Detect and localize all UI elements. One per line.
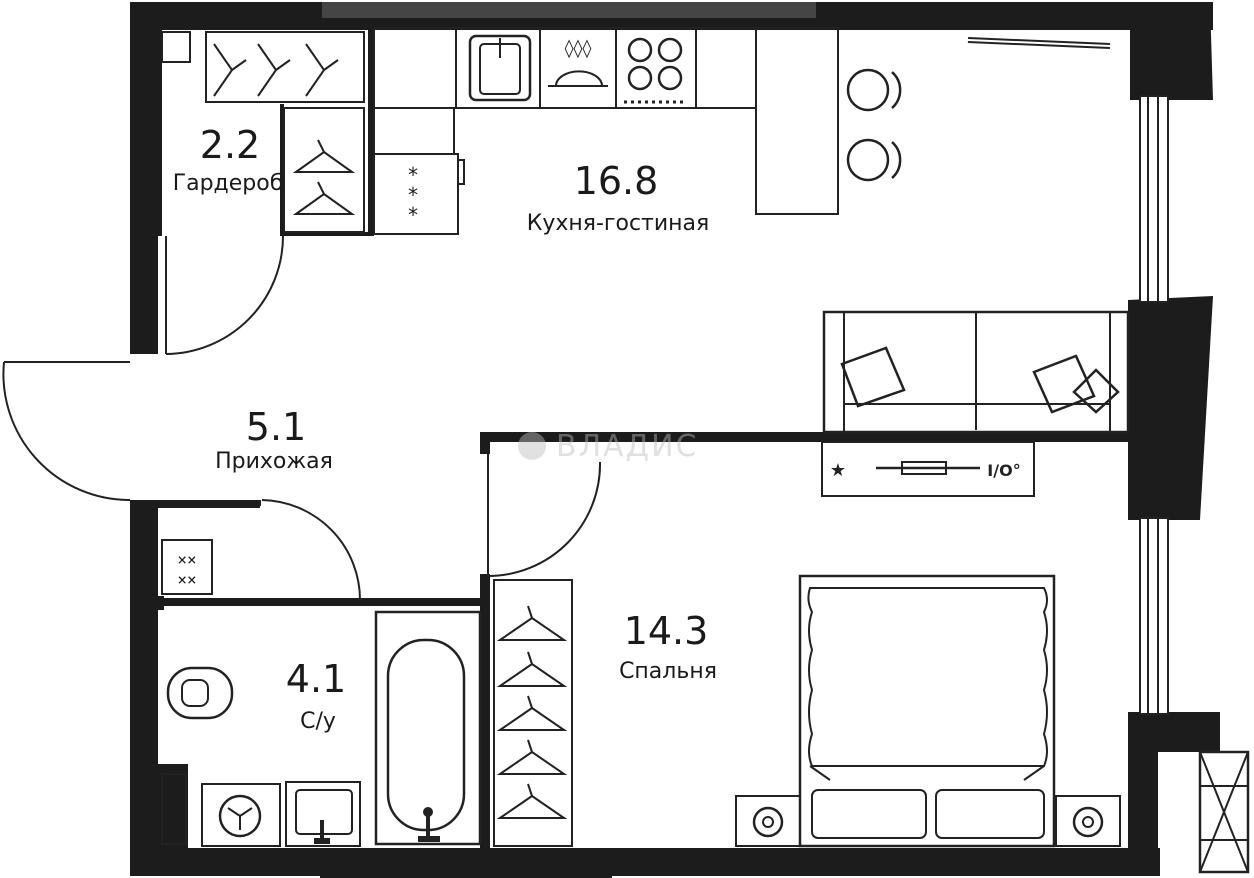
svg-text:★: ★ — [830, 460, 846, 481]
svg-text:*: * — [407, 203, 419, 227]
room-label-wardrobe: 2.2 Гардероб — [173, 123, 284, 196]
room-area-kitchen-living: 16.8 — [574, 159, 659, 203]
room-label-hallway: 5.1 Прихожая — [215, 405, 333, 474]
toilet — [166, 666, 234, 720]
room-area-wardrobe: 2.2 — [200, 123, 260, 167]
watermark: ВЛАДИС — [518, 429, 699, 464]
svg-text:××: ×× — [177, 570, 196, 589]
room-name-bedroom: Спальня — [619, 659, 717, 684]
bathroom-cabinet — [161, 773, 187, 845]
room-name-wardrobe: Гардероб — [173, 171, 284, 196]
dishwasher: ◊◊◊ — [548, 38, 608, 87]
entrance-door — [2, 361, 131, 502]
sofa — [822, 310, 1130, 434]
room-label-kitchen-living: 16.8 Кухня-гостиная — [527, 159, 710, 236]
window-bottom — [1139, 517, 1169, 715]
door-bathroom — [259, 499, 361, 601]
fridge: * * * — [407, 163, 419, 227]
wardrobe-shelf — [161, 31, 365, 233]
bed — [798, 574, 1056, 848]
svg-text:*: * — [407, 163, 419, 187]
svg-text:◊◊◊: ◊◊◊ — [565, 38, 592, 59]
kitchen-sink — [468, 34, 532, 102]
door-bedroom — [487, 454, 602, 577]
interior-walls — [158, 28, 1128, 848]
washbasin — [285, 781, 361, 847]
room-label-bathroom: 4.1 С/у — [286, 657, 346, 734]
cooktop — [624, 37, 686, 104]
window-top — [1139, 95, 1169, 303]
hallway-cabinet: ×× ×× — [161, 539, 213, 595]
nightstand-left — [735, 795, 801, 847]
room-name-hallway: Прихожая — [215, 449, 333, 474]
room-name-bathroom: С/у — [300, 709, 336, 734]
exterior-walls — [130, 2, 1220, 878]
nightstand-right — [1055, 795, 1121, 847]
washing-machine — [201, 783, 281, 847]
dining-bar — [755, 27, 902, 215]
room-area-hallway: 5.1 — [246, 405, 306, 449]
room-area-bathroom: 4.1 — [286, 657, 346, 701]
room-label-bedroom: 14.3 Спальня — [619, 609, 717, 684]
air-conditioner-top — [967, 37, 1111, 49]
svg-text:××: ×× — [177, 550, 196, 569]
ac-label: I/O° — [987, 461, 1020, 480]
bedroom-wardrobe — [493, 579, 573, 847]
bathtub — [374, 610, 482, 846]
room-name-kitchen-living: Кухня-гостиная — [527, 211, 710, 236]
door-wardrobe — [165, 235, 284, 355]
balcony-shaft — [1198, 750, 1250, 874]
watermark-text: ВЛАДИС — [556, 429, 699, 464]
tv-stand: ★ I/O° — [821, 441, 1035, 497]
room-area-bedroom: 14.3 — [624, 609, 709, 653]
svg-text:*: * — [407, 183, 419, 207]
